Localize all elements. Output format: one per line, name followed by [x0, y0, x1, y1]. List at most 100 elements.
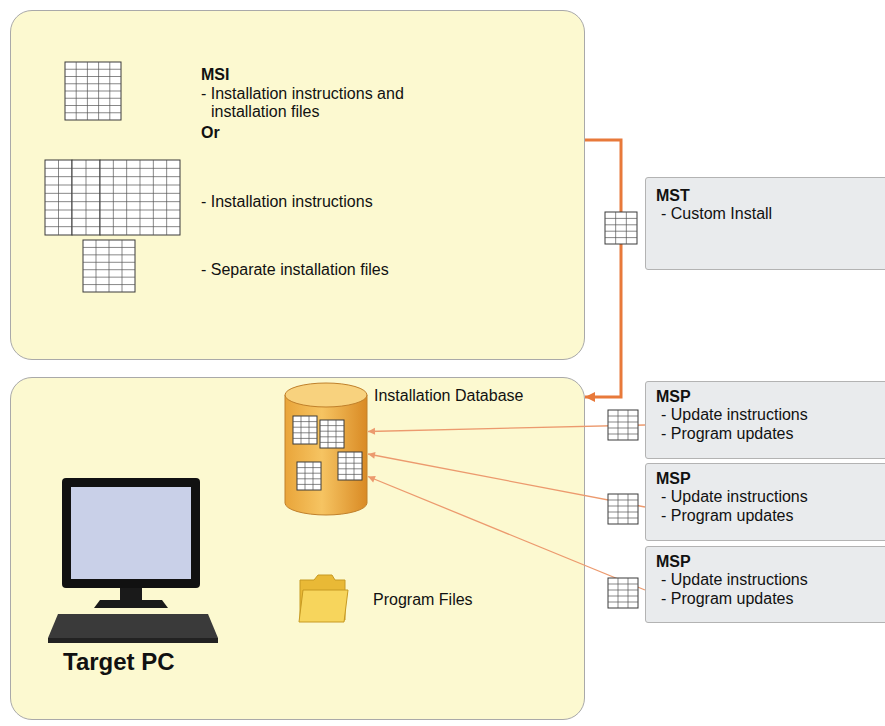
- connector: [368, 454, 645, 507]
- table-grid-line: [309, 416, 310, 444]
- table-grid-line: [338, 474, 362, 475]
- table-grid-line: [65, 112, 121, 113]
- monitor-base: [94, 600, 168, 608]
- node-heading: MST: [656, 187, 690, 205]
- node-text: - Program updates: [661, 507, 794, 525]
- keyboard-edge: [48, 638, 218, 643]
- table-grid-line: [72, 210, 100, 211]
- table-grid-line: [100, 226, 180, 227]
- node-text: - Program updates: [661, 590, 794, 608]
- table-grid-line: [608, 422, 638, 423]
- table-grid-line: [320, 431, 344, 432]
- table-grid-line: [338, 468, 362, 469]
- table-grid-line: [45, 201, 72, 202]
- table-grid-line: [65, 98, 121, 99]
- table-grid-line: [100, 193, 180, 194]
- table-grid-line: [72, 168, 100, 169]
- node-text: - Update instructions: [661, 406, 808, 424]
- table-grid-line: [354, 452, 355, 480]
- node-text: - Program updates: [661, 425, 794, 443]
- table-grid-line: [72, 218, 100, 219]
- table-grid-line: [65, 76, 121, 77]
- table-grid-line: [293, 438, 317, 439]
- table-grid-line: [83, 269, 135, 270]
- table-grid-line: [72, 226, 100, 227]
- table-grid-line: [615, 212, 616, 244]
- monitor-frame: [62, 478, 200, 588]
- table-grid-line: [346, 452, 347, 480]
- table-grid-line: [100, 168, 180, 169]
- table-outline: [608, 410, 638, 440]
- table-icon: [608, 494, 638, 524]
- table-icon: [608, 578, 638, 608]
- table-outline: [608, 578, 638, 608]
- table-grid-line: [608, 590, 638, 591]
- table-grid-line: [100, 201, 180, 202]
- table-grid-line: [608, 602, 638, 603]
- table-grid-line: [605, 218, 637, 219]
- table-icon: [65, 62, 121, 120]
- table-outline: [605, 212, 637, 244]
- table-icon: [72, 160, 100, 235]
- table-grid-line: [45, 210, 72, 211]
- table-grid-line: [297, 478, 321, 479]
- node-heading: MSP: [656, 388, 691, 406]
- table-icon: [100, 160, 180, 235]
- table-grid-line: [305, 462, 306, 490]
- table-grid-line: [166, 160, 167, 235]
- table-grid-line: [297, 484, 321, 485]
- table-grid-line: [605, 237, 637, 238]
- table-grid-line: [72, 193, 100, 194]
- table-grid-line: [626, 212, 627, 244]
- table-grid-line: [320, 436, 344, 437]
- table-grid-line: [608, 584, 638, 585]
- table-outline: [100, 160, 180, 235]
- table-grid-line: [328, 420, 329, 448]
- arrow-head: [368, 476, 376, 482]
- node-text: - Installation instructions and installa…: [201, 85, 416, 121]
- msp-box: MSP- Update instructions- Program update…: [645, 381, 885, 459]
- table-grid-line: [100, 176, 180, 177]
- table-grid-line: [45, 176, 72, 177]
- table-grid-line: [608, 596, 638, 597]
- node-text: - Update instructions: [661, 488, 808, 506]
- table-grid-line: [96, 240, 97, 292]
- node-text: Or: [201, 124, 220, 142]
- arrow-head: [368, 452, 376, 459]
- table-grid-line: [605, 231, 637, 232]
- table-grid-line: [628, 494, 629, 524]
- folder-front: [299, 590, 348, 622]
- table-grid-line: [45, 185, 72, 186]
- arrow-head: [368, 428, 375, 435]
- table-grid-line: [618, 578, 619, 608]
- table-outline: [65, 62, 121, 120]
- table-grid-line: [72, 201, 100, 202]
- node-text: Installation Database: [374, 387, 523, 405]
- table-grid-line: [153, 160, 154, 235]
- table-outline: [320, 420, 344, 448]
- table-icon: [297, 462, 321, 490]
- table-grid-line: [297, 473, 321, 474]
- table-grid-line: [83, 247, 135, 248]
- table-grid-line: [72, 185, 100, 186]
- table-grid-line: [320, 425, 344, 426]
- database-top: [285, 383, 367, 407]
- monitor-screen: [71, 487, 191, 579]
- table-icon: [605, 212, 637, 244]
- table-grid-line: [608, 518, 638, 519]
- table-outline: [608, 494, 638, 524]
- table-icon: [83, 240, 135, 292]
- connector: [585, 140, 621, 397]
- table-grid-line: [65, 83, 121, 84]
- table-grid-line: [65, 91, 121, 92]
- table-grid-line: [72, 176, 100, 177]
- table-grid-line: [320, 442, 344, 443]
- table-grid-line: [618, 494, 619, 524]
- table-grid-line: [140, 160, 141, 235]
- table-grid-line: [83, 277, 135, 278]
- arrow-head: [585, 392, 595, 402]
- table-outline: [338, 452, 362, 480]
- node-heading: MSP: [656, 470, 691, 488]
- table-icon: [45, 160, 72, 235]
